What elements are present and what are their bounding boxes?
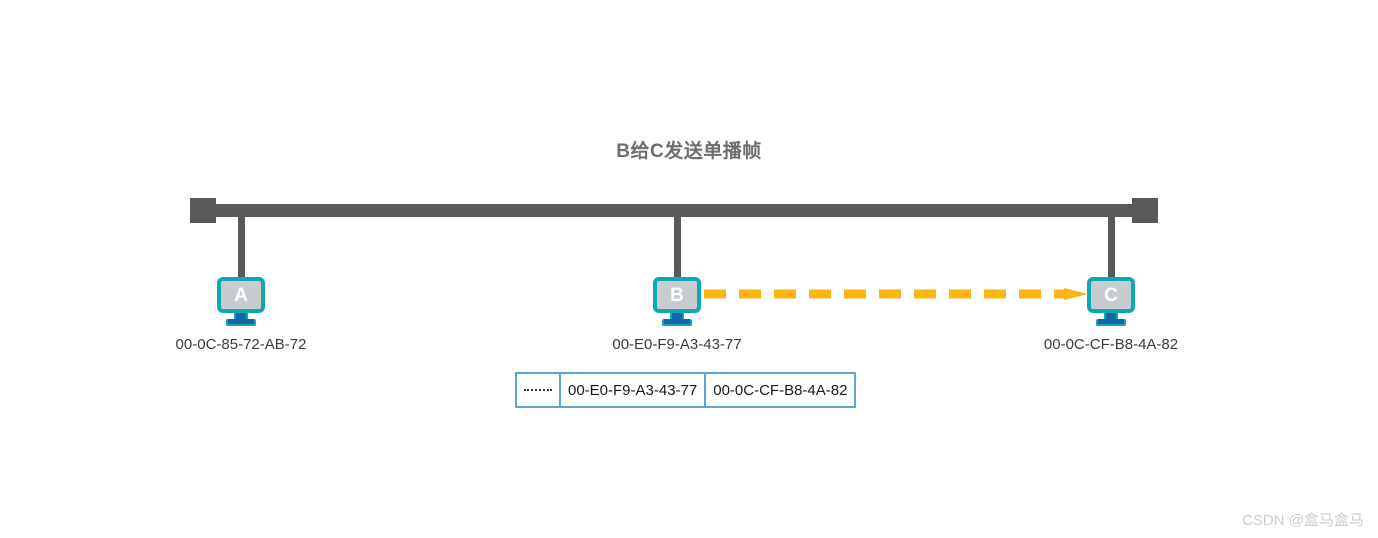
bus-backbone bbox=[190, 204, 1158, 217]
host-label-b: B bbox=[670, 284, 684, 306]
drop-line-host-a bbox=[238, 213, 245, 280]
monitor-icon-b: B bbox=[653, 277, 701, 313]
watermark: CSDN @盒马盒马 bbox=[1242, 512, 1364, 529]
mac-address-host-b: 00-E0-F9-A3-43-77 bbox=[612, 336, 742, 353]
host-c[interactable]: C bbox=[1087, 277, 1135, 326]
monitor-base-c bbox=[1096, 319, 1126, 326]
monitor-neck-c bbox=[1104, 313, 1118, 319]
monitor-neck-a bbox=[234, 313, 248, 319]
frame-structure: 00-E0-F9-A3-43-77 00-0C-CF-B8-4A-82 bbox=[515, 372, 857, 408]
monitor-neck-b bbox=[670, 313, 684, 319]
host-label-a: A bbox=[234, 284, 248, 306]
host-label-c: C bbox=[1104, 284, 1118, 306]
bus-terminator-left bbox=[190, 198, 216, 223]
monitor-icon-c: C bbox=[1087, 277, 1135, 313]
monitor-base-b bbox=[662, 319, 692, 326]
frame-cell-destination-mac: 00-0C-CF-B8-4A-82 bbox=[713, 381, 848, 399]
dashed-arrow-right-icon bbox=[704, 288, 1088, 300]
mac-address-host-c: 00-0C-CF-B8-4A-82 bbox=[1043, 336, 1179, 353]
monitor-icon-a: A bbox=[217, 277, 265, 313]
host-a[interactable]: A bbox=[217, 277, 265, 326]
page-title: B给C发送单播帧 bbox=[616, 141, 762, 162]
host-b[interactable]: B bbox=[653, 277, 701, 326]
bus-terminator-right bbox=[1132, 198, 1158, 223]
drop-line-host-c bbox=[1108, 213, 1115, 280]
monitor-base-a bbox=[226, 319, 256, 326]
mac-address-host-a: 00-0C-85-72-AB-72 bbox=[175, 336, 307, 353]
frame-cell-preamble bbox=[517, 374, 561, 406]
preamble-dots-icon bbox=[524, 389, 552, 391]
drop-line-host-b bbox=[674, 213, 681, 280]
frame-cell-source-mac: 00-E0-F9-A3-43-77 bbox=[561, 374, 707, 406]
